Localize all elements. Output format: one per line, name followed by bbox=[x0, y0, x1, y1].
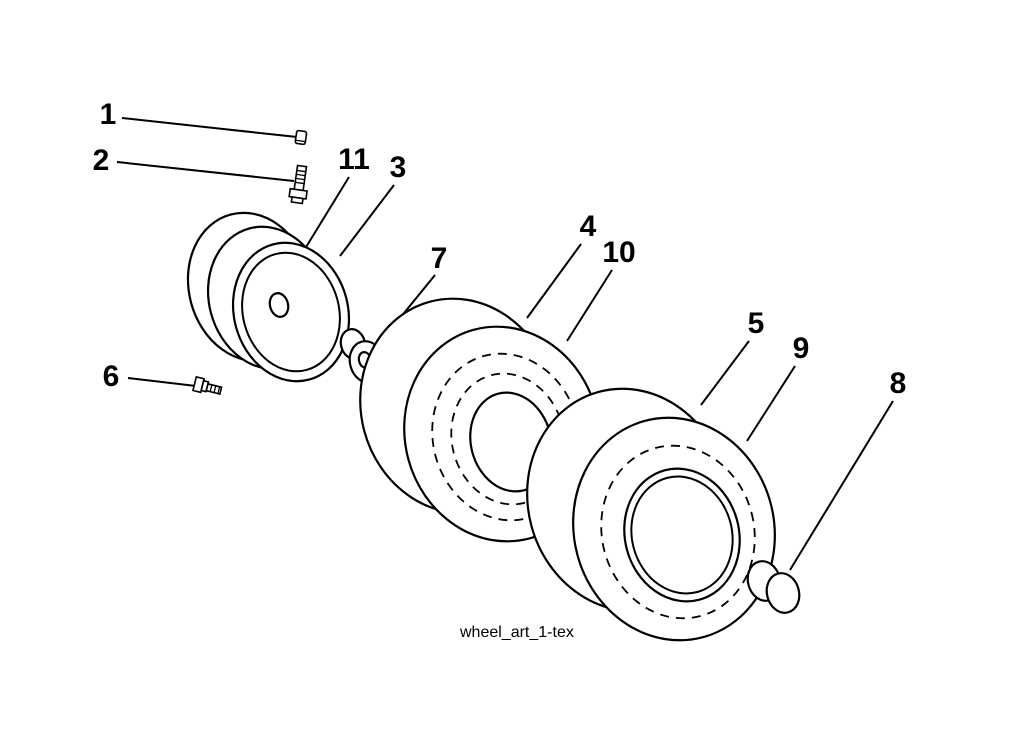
valve-stem-part bbox=[288, 164, 308, 205]
valve-stem-thread bbox=[295, 177, 305, 181]
leader-line-1 bbox=[121, 117, 298, 138]
leader-line-8 bbox=[789, 400, 894, 571]
part-label-3: 3 bbox=[390, 151, 407, 184]
bolt-thread bbox=[213, 385, 217, 393]
leader-line-5 bbox=[700, 340, 750, 406]
valve-cap-body bbox=[294, 129, 308, 146]
valve-cap-part bbox=[294, 129, 308, 146]
part-label-1: 1 bbox=[100, 98, 117, 131]
part-label-9: 9 bbox=[793, 332, 810, 365]
leader-line-3 bbox=[339, 184, 395, 257]
part-label-6: 6 bbox=[103, 360, 120, 393]
rear-tire-bead-inner bbox=[630, 475, 734, 595]
wheel-rim-part bbox=[186, 211, 351, 383]
part-label-7: 7 bbox=[431, 242, 448, 275]
leader-line-2 bbox=[116, 161, 295, 182]
watermark-text: wheel_art_1-tex bbox=[459, 624, 574, 641]
valve-cap-rim bbox=[295, 139, 306, 143]
part-label-2: 2 bbox=[93, 144, 110, 177]
rim-hub-hole bbox=[268, 292, 290, 318]
valve-stem-thread bbox=[295, 181, 305, 185]
hub-cap-part bbox=[746, 560, 801, 614]
leader-line-4 bbox=[526, 243, 582, 319]
part-label-4: 4 bbox=[580, 210, 597, 243]
rear-tire-sidewall-rib bbox=[600, 444, 756, 620]
part-label-5: 5 bbox=[748, 307, 765, 340]
leader-lines bbox=[116, 117, 894, 571]
hub-cap-face bbox=[765, 572, 801, 614]
valve-stem-thread bbox=[296, 173, 306, 177]
rim-front-flange bbox=[231, 241, 351, 383]
rear-tire-part bbox=[526, 387, 776, 642]
bolt-thread bbox=[209, 384, 213, 392]
rim-bead-seat bbox=[241, 251, 341, 373]
part-label-8: 8 bbox=[890, 367, 907, 400]
bolt-part bbox=[191, 375, 223, 396]
leader-line-11 bbox=[302, 176, 350, 253]
valve-stem-thread bbox=[296, 169, 306, 173]
part-labels: 1 2 11 3 4 10 7 5 9 8 6 bbox=[93, 98, 907, 400]
part-label-10: 10 bbox=[602, 236, 635, 269]
part-label-11: 11 bbox=[338, 143, 370, 176]
rear-tire-bead-outer bbox=[623, 467, 741, 603]
front-tire-part bbox=[359, 297, 601, 543]
bolt-thread bbox=[217, 386, 221, 394]
valve-stem-base bbox=[290, 196, 304, 205]
leader-line-9 bbox=[746, 365, 796, 442]
leader-line-6 bbox=[127, 377, 197, 387]
leader-line-10 bbox=[566, 269, 613, 342]
